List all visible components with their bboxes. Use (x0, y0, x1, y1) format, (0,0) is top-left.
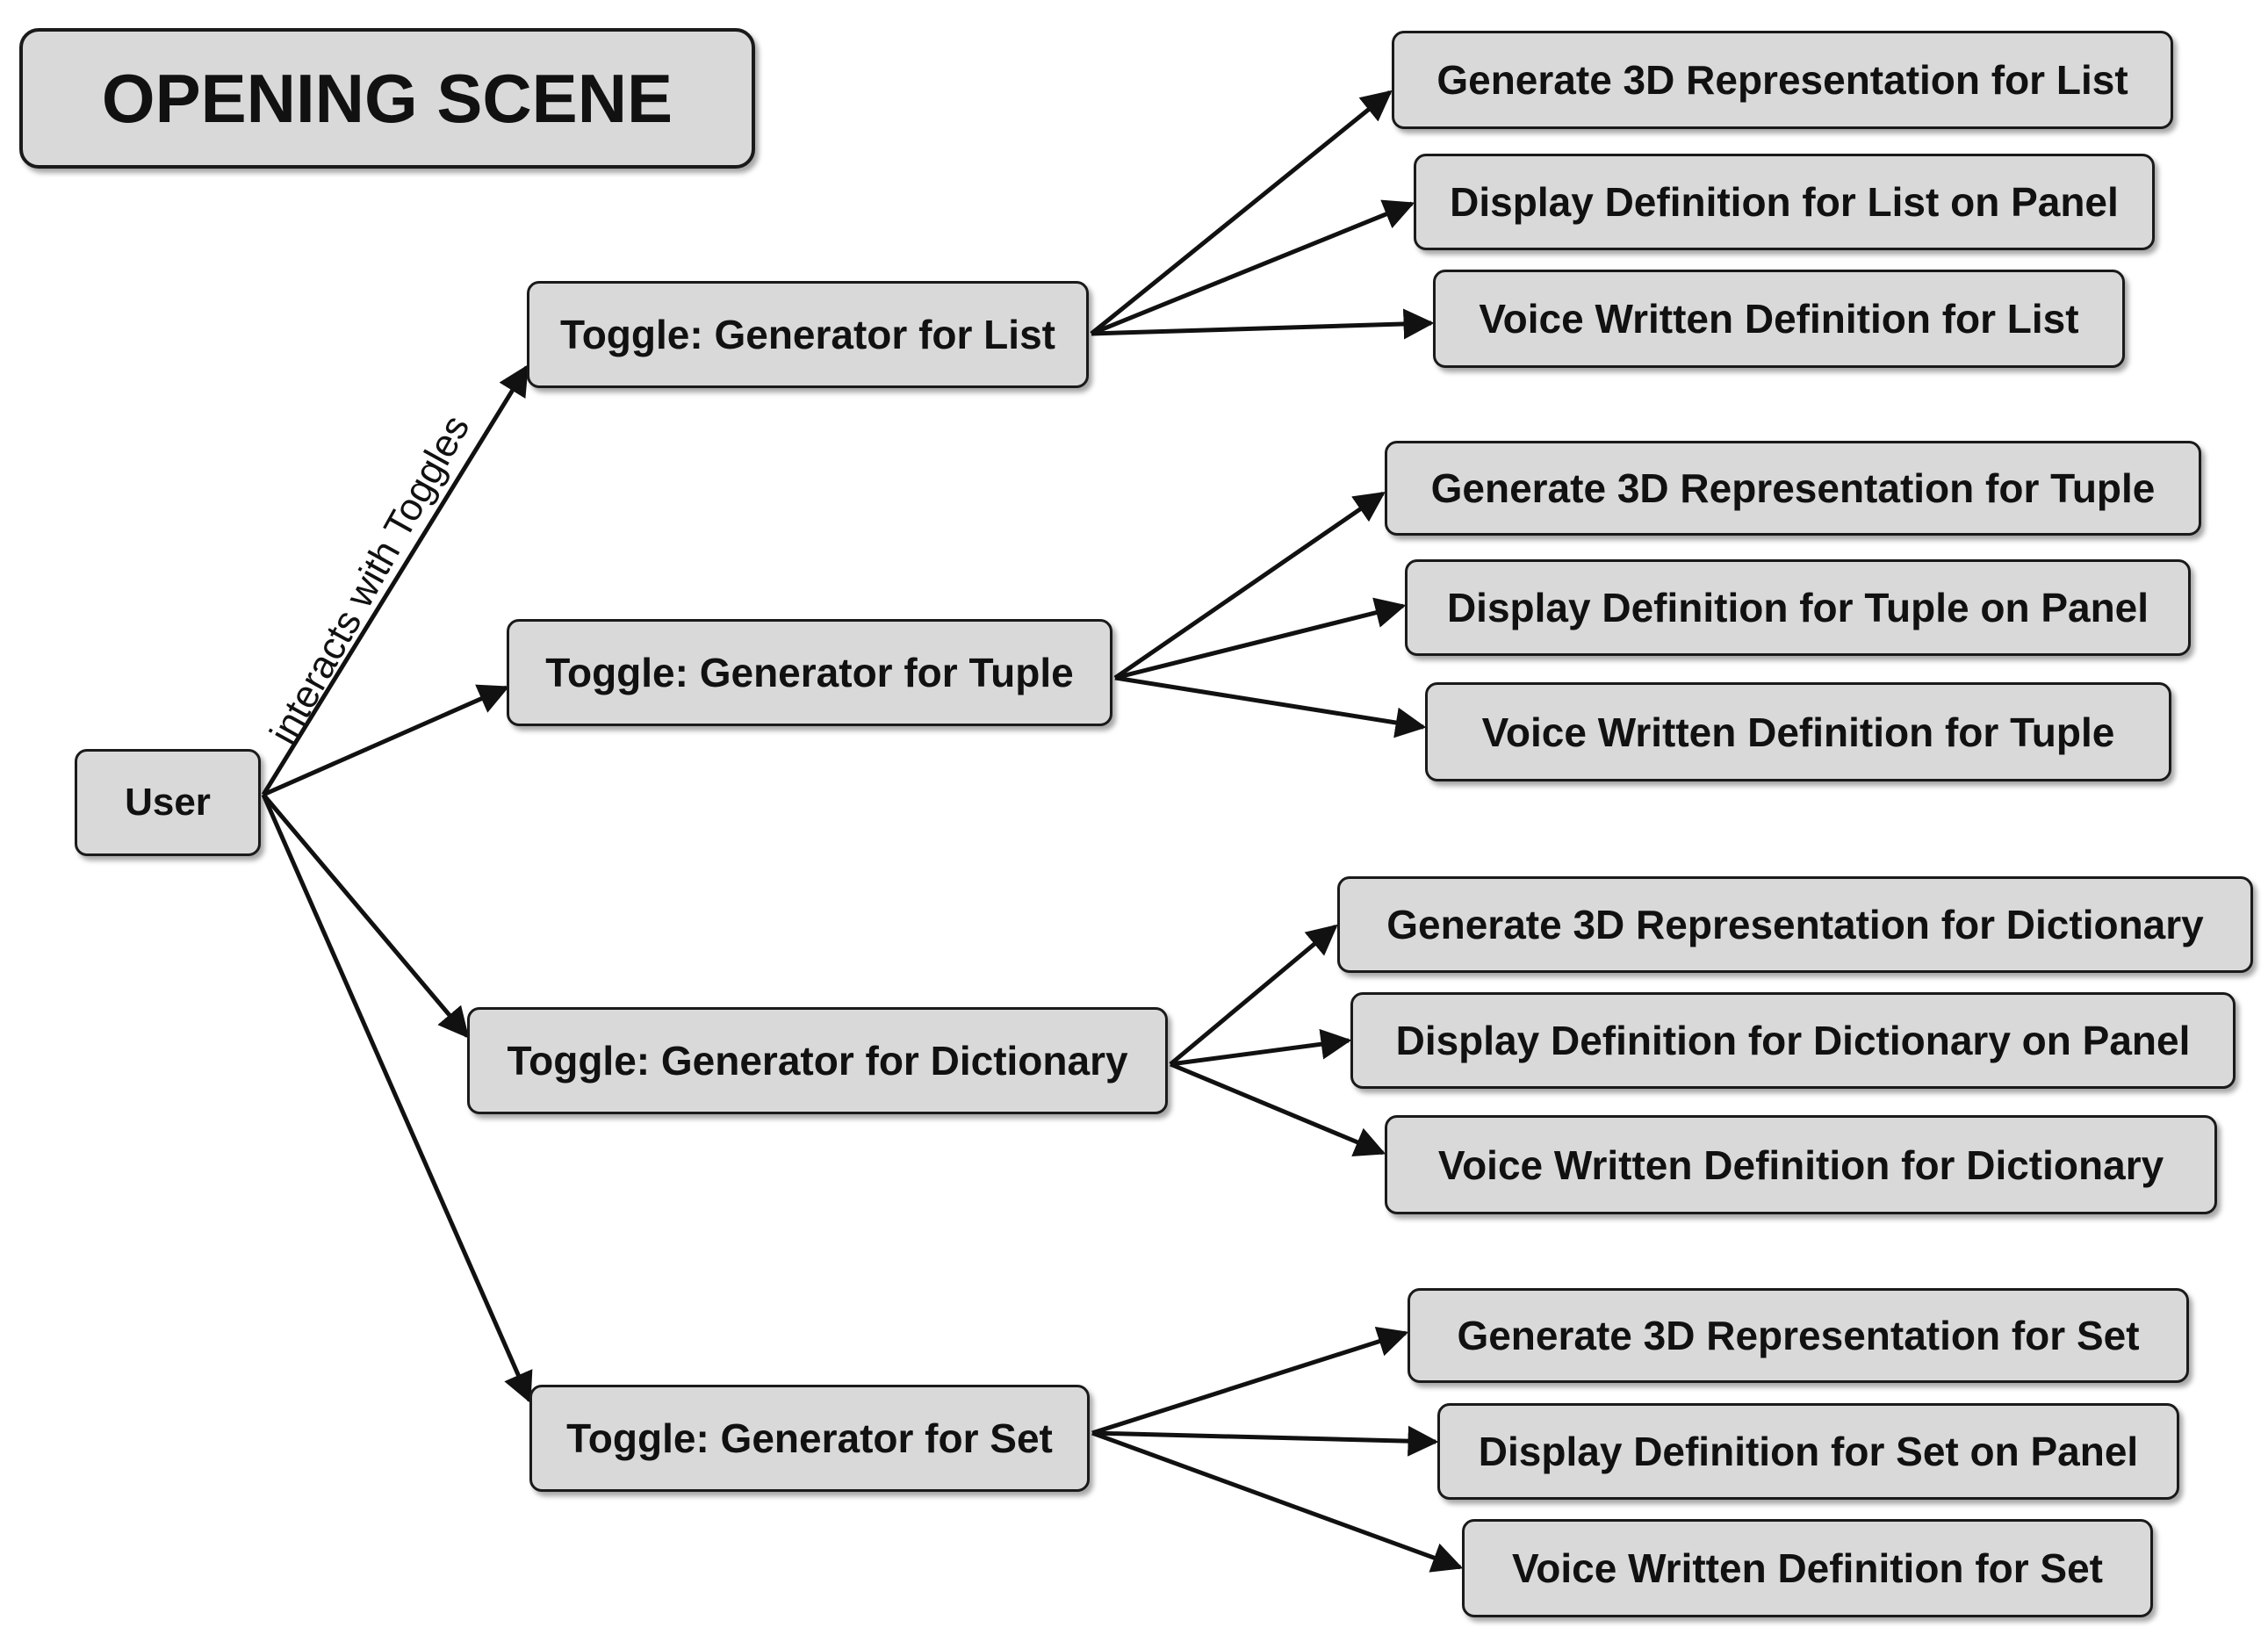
edge-user-to-list (261, 364, 529, 796)
action-generate-3d-set: Generate 3D Representation for Set (1408, 1288, 2189, 1383)
action-generate-3d-list: Generate 3D Representation for List (1392, 31, 2173, 129)
edge-dictionary-to-voice (1170, 1062, 1386, 1157)
edge-user-to-dictionary (262, 793, 470, 1039)
user-node: User (75, 749, 261, 856)
toggle-generator-tuple: Toggle: Generator for Tuple (507, 619, 1112, 726)
action-voice-definition-set: Voice Written Definition for Set (1462, 1519, 2153, 1617)
opening-scene-title: OPENING SCENE (19, 28, 755, 169)
action-display-definition-set: Display Definition for Set on Panel (1437, 1403, 2179, 1500)
edge-tuple-to-display (1114, 597, 1407, 680)
action-voice-definition-dictionary: Voice Written Definition for Dictionary (1385, 1115, 2217, 1214)
action-display-definition-tuple: Display Definition for Tuple on Panel (1405, 559, 2191, 656)
edge-user-to-tuple (262, 684, 510, 797)
edge-tuple-to-voice (1114, 675, 1427, 738)
edge-list-to-display (1091, 199, 1415, 336)
edge-set-to-display (1091, 1425, 1439, 1457)
edge-list-to-generate (1090, 90, 1393, 335)
edge-tuple-to-generate (1113, 491, 1386, 680)
action-voice-definition-tuple: Voice Written Definition for Tuple (1425, 682, 2171, 781)
action-generate-3d-dictionary: Generate 3D Representation for Dictionar… (1337, 876, 2253, 973)
edge-user-to-set (261, 793, 533, 1404)
edge-dictionary-to-display (1170, 1028, 1352, 1067)
edge-set-to-generate (1091, 1326, 1409, 1436)
action-display-definition-dictionary: Display Definition for Dictionary on Pan… (1350, 992, 2236, 1089)
toggle-generator-set: Toggle: Generator for Set (529, 1385, 1090, 1492)
action-voice-definition-list: Voice Written Definition for List (1433, 270, 2125, 368)
edge-dictionary-to-generate (1169, 924, 1338, 1066)
edge-list-to-voice (1091, 308, 1435, 340)
action-generate-3d-tuple: Generate 3D Representation for Tuple (1385, 441, 2201, 536)
edge-set-to-voice (1091, 1430, 1464, 1573)
toggle-generator-dictionary: Toggle: Generator for Dictionary (467, 1007, 1168, 1114)
toggle-generator-list: Toggle: Generator for List (527, 281, 1089, 388)
action-display-definition-list: Display Definition for List on Panel (1414, 154, 2155, 250)
connector-arrows (261, 90, 1464, 1573)
